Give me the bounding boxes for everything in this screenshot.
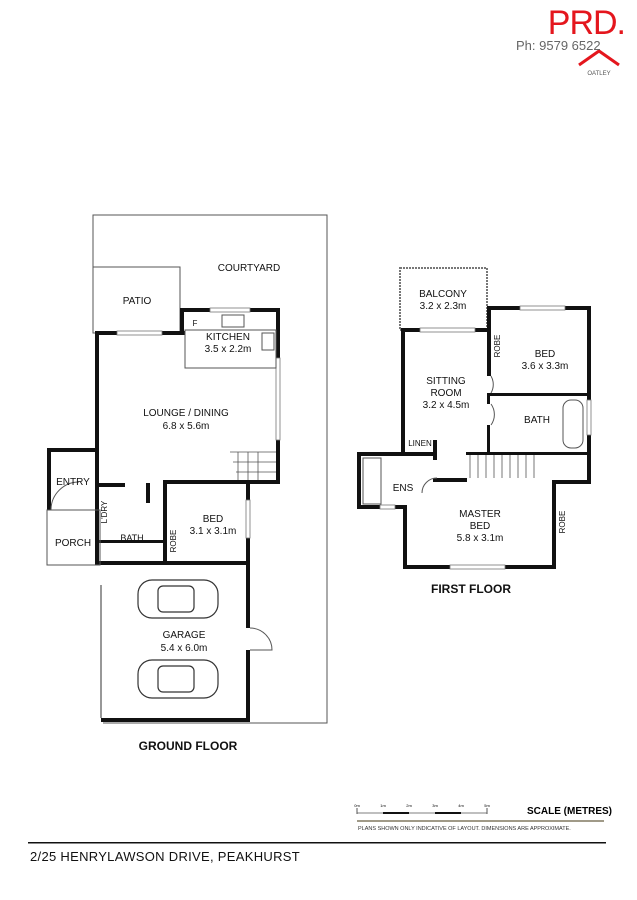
ff-bed-size: 3.6 x 3.3m xyxy=(522,361,569,372)
kitchen-name: KITCHEN xyxy=(206,332,250,343)
logo-text: PRD. xyxy=(547,4,626,42)
lounge-name: LOUNGE / DINING xyxy=(143,408,229,419)
sitting-size: 3.2 x 4.5m xyxy=(423,400,470,411)
office-name: OATLEY xyxy=(587,71,610,77)
car-icon xyxy=(137,579,219,699)
scale-tick: 1m xyxy=(380,803,386,808)
balcony-name: BALCONY xyxy=(419,289,467,300)
gf-robe-label: ROBE xyxy=(169,530,178,553)
disclaimer: PLANS SHOWN ONLY INDICATIVE OF LAYOUT. D… xyxy=(358,826,571,832)
scale-tick: 2m xyxy=(406,803,412,808)
ground-floor-title: GROUND FLOOR xyxy=(139,739,238,753)
scale-tick: 4m xyxy=(458,803,464,808)
house-roof-icon: OATLEY xyxy=(578,49,620,77)
gf-bath-label: BATH xyxy=(120,533,143,543)
porch-label: PORCH xyxy=(55,538,91,549)
ff-bath-label: BATH xyxy=(524,415,550,426)
courtyard-boundary xyxy=(92,214,328,724)
property-address: 2/25 HENRYLAWSON DRIVE, PEAKHURST xyxy=(30,849,300,864)
kitchen-size: 3.5 x 2.2m xyxy=(205,344,252,355)
sitting-name-2: ROOM xyxy=(430,388,461,399)
phone-number: Ph: 9579 6522 xyxy=(516,38,601,53)
master-name-2: BED xyxy=(470,521,491,532)
balcony-size: 3.2 x 2.3m xyxy=(420,301,467,312)
stairs-icon xyxy=(230,451,276,480)
garage-door-swing xyxy=(249,627,273,651)
kitchen-bench xyxy=(184,329,277,369)
laundry-label: L'DRY xyxy=(100,500,109,523)
address-divider xyxy=(28,842,606,844)
entry-label: ENTRY xyxy=(56,477,90,488)
prd-logo: PRD. OATLEY xyxy=(495,4,626,77)
scale-title: SCALE (METRES) xyxy=(527,806,612,817)
porch-outline xyxy=(46,509,101,566)
entry-door-swing xyxy=(50,481,80,511)
garage-size: 5.4 x 6.0m xyxy=(161,643,208,654)
ens-shower-icon xyxy=(362,457,382,505)
scale-tick: 5m xyxy=(484,803,490,808)
gf-bed-name: BED xyxy=(203,514,224,525)
master-name-1: MASTER xyxy=(459,509,501,520)
patio-label: PATIO xyxy=(123,296,152,307)
ff-robe-1-label: ROBE xyxy=(493,335,502,358)
first-floor-title: FIRST FLOOR xyxy=(431,582,511,596)
cooktop-icon xyxy=(261,332,275,351)
scale-tick: 0m xyxy=(354,803,360,808)
ens-label: ENS xyxy=(393,483,414,494)
gf-bed-size: 3.1 x 3.1m xyxy=(190,526,237,537)
courtyard-label: COURTYARD xyxy=(218,263,280,274)
sitting-name-1: SITTING xyxy=(426,376,466,387)
linen-label: LINEN xyxy=(408,439,432,448)
sink-icon xyxy=(221,314,245,328)
garage-name: GARAGE xyxy=(163,630,206,641)
bathtub-icon xyxy=(562,399,584,449)
first-floor-plan xyxy=(357,267,592,570)
scale-bar: 0m 1m 2m 3m 4m 5m xyxy=(354,803,604,822)
master-size: 5.8 x 3.1m xyxy=(457,533,504,544)
ground-floor-plan xyxy=(46,214,328,724)
ff-stairs-icon xyxy=(469,455,535,478)
lounge-size: 6.8 x 5.6m xyxy=(163,421,210,432)
scale-tick: 3m xyxy=(432,803,438,808)
ff-bed-name: BED xyxy=(535,349,556,360)
fridge-label: F xyxy=(193,319,198,328)
ff-robe-2-label: ROBE xyxy=(558,511,567,534)
